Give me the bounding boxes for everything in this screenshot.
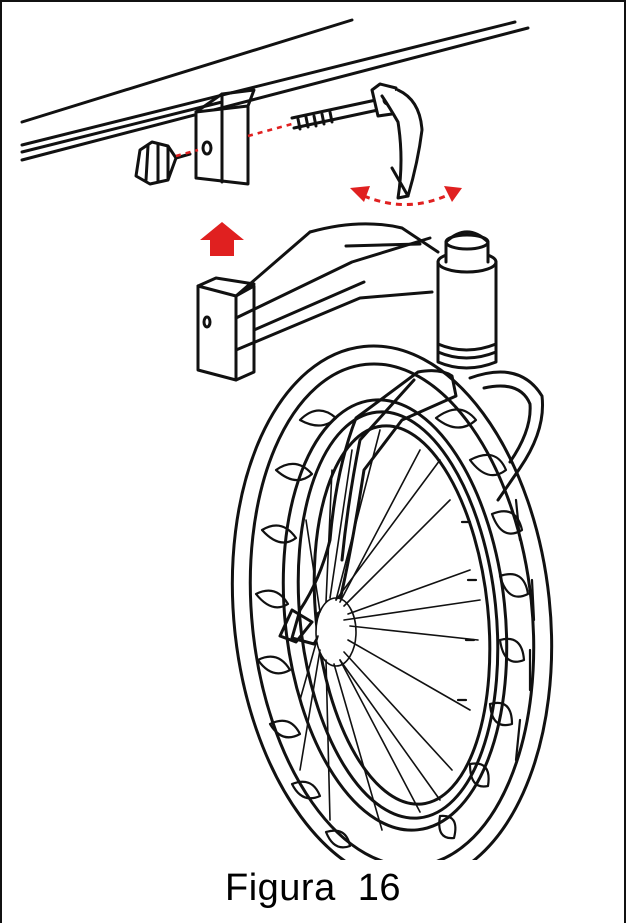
caption-number: 16	[357, 867, 401, 909]
quick-release-skewer	[290, 82, 424, 200]
knob-nut	[134, 140, 192, 186]
red-up-arrow-icon	[200, 222, 244, 256]
red-curved-double-arrow-icon	[350, 186, 462, 206]
fork-mount	[196, 222, 440, 382]
figure-caption: Figura 16	[0, 866, 626, 910]
frame-bracket	[194, 88, 256, 186]
frame-rails	[20, 18, 530, 162]
wheel-tire	[230, 344, 554, 860]
tire-tread	[254, 408, 536, 849]
wheel-spokes	[299, 429, 481, 831]
alignment-guides	[175, 122, 293, 158]
steering-tube	[436, 230, 498, 370]
caption-word: Figura	[225, 867, 336, 909]
assembly-illustration	[20, 18, 554, 860]
